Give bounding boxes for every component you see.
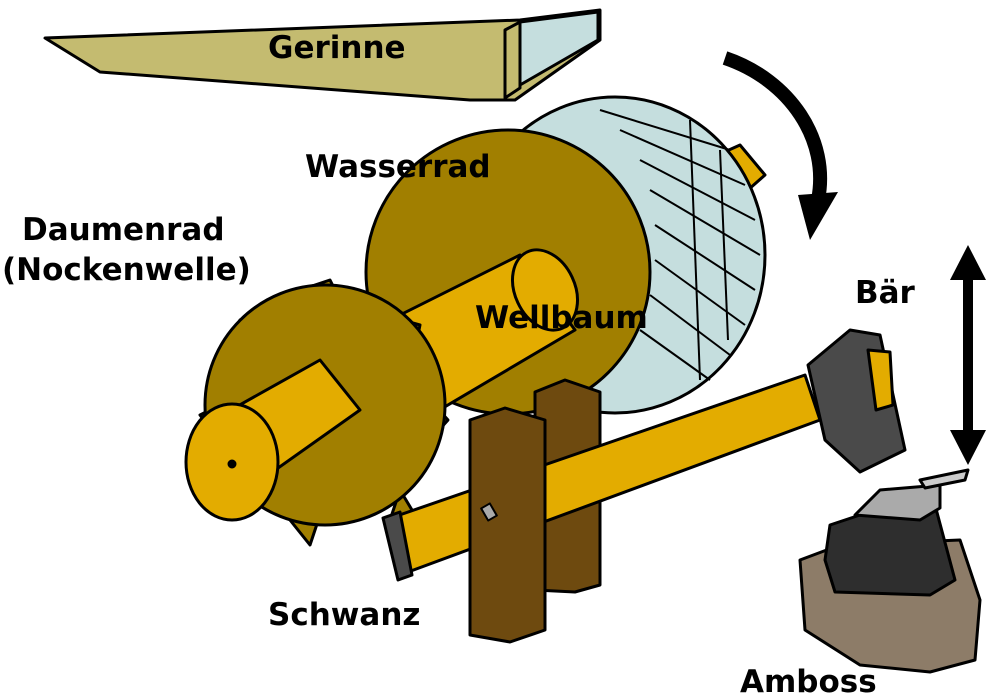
label-wasserrad: Wasserrad [305,149,491,185]
post-front [468,406,547,644]
label-gerinne: Gerinne [268,30,406,66]
label-baer: Bär [855,275,916,311]
baer-hammer-head [806,328,907,474]
amboss-anvil [798,468,982,674]
label-nockenwelle: (Nockenwelle) [2,252,251,288]
label-wellbaum: Wellbaum [475,300,648,336]
daumenrad-cam-wheel [184,278,450,547]
label-amboss: Amboss [740,664,877,700]
gerinne-trough [43,8,602,102]
label-schwanz: Schwanz [268,597,420,633]
vertical-motion-arrow-icon [950,245,986,465]
rotation-arrow-icon [722,51,838,240]
label-daumenrad: Daumenrad [22,212,225,248]
